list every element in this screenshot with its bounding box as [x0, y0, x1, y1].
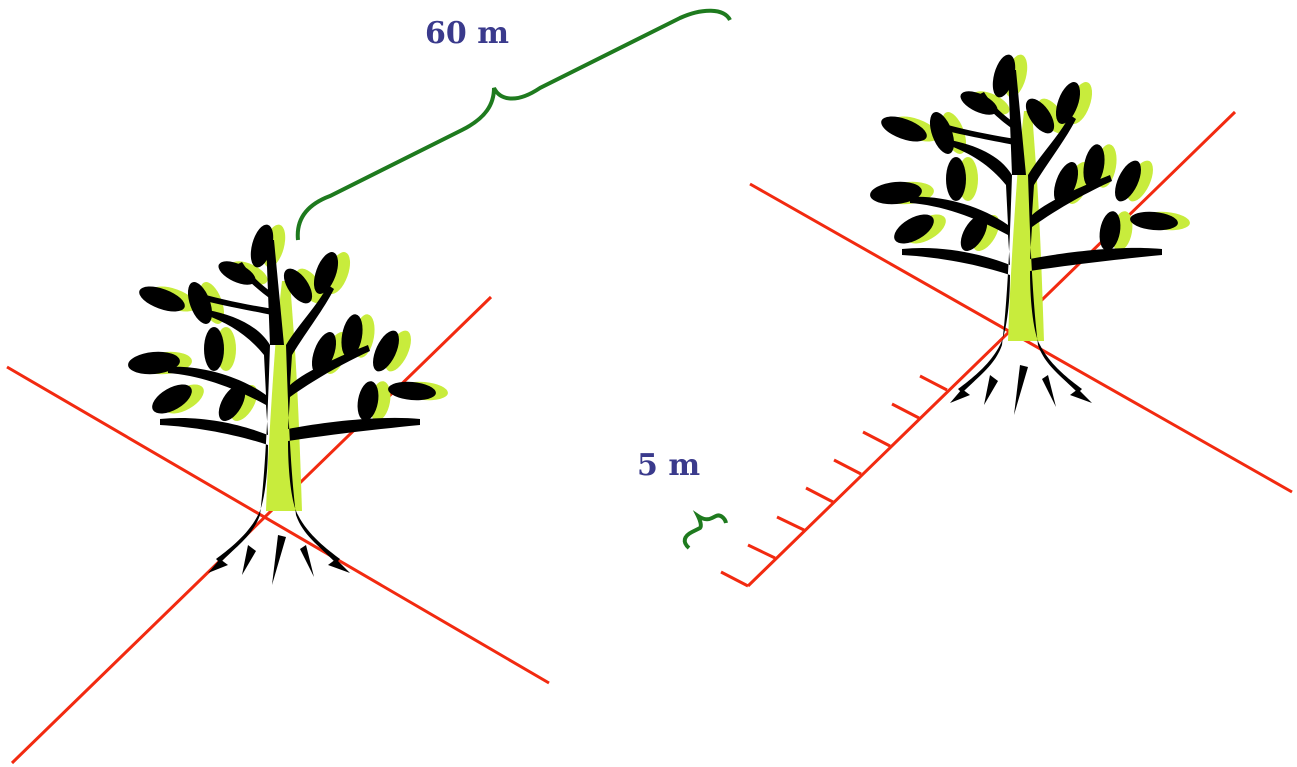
- interval-ticks: [720, 374, 948, 588]
- right-plot: [720, 52, 1293, 588]
- left-transect-line-a: [6, 365, 550, 685]
- right-transect-line-b: [746, 110, 1237, 588]
- interval-label: 5 m: [637, 448, 701, 483]
- distance-bracket: [295, 8, 732, 241]
- interval-bracket: [682, 510, 728, 550]
- left-plot: [6, 222, 550, 765]
- distance-label: 60 m: [425, 16, 509, 51]
- tree-icon: [869, 52, 1191, 415]
